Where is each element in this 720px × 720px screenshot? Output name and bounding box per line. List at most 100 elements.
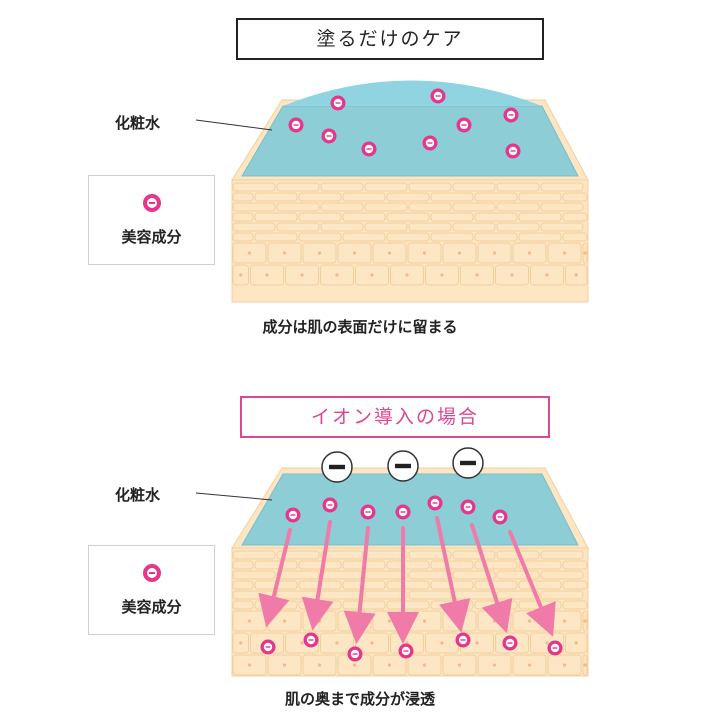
cell-nucleus [317, 663, 322, 667]
skin-cell [474, 192, 518, 202]
cell-nucleus [492, 663, 497, 667]
ion-icon [285, 507, 301, 523]
cell-nucleus [352, 663, 357, 667]
cell-nucleus [282, 251, 287, 255]
skin-cell [364, 222, 408, 232]
cell-nucleus [387, 619, 392, 623]
cell-nucleus [300, 641, 304, 645]
panel2-legend: 美容成分 [88, 545, 215, 635]
skin-cell [320, 202, 364, 212]
ion-icon [288, 117, 304, 133]
skin-cell [232, 570, 276, 580]
skin-cell [364, 182, 408, 192]
skin-cell [342, 212, 386, 222]
cell-nucleus [282, 619, 287, 623]
skin-cell [518, 560, 562, 570]
skin-cell [302, 242, 337, 264]
cell-nucleus [510, 273, 514, 277]
cell-nucleus [562, 663, 567, 667]
cell-nucleus [545, 273, 549, 277]
skin-cell [372, 242, 407, 264]
skin-cell [518, 212, 562, 222]
cell-nucleus [545, 641, 549, 645]
ion-icon [492, 509, 508, 525]
cell-nucleus [583, 251, 587, 255]
skin-cell [452, 182, 496, 192]
skin-cell [540, 590, 584, 600]
skin-cell [408, 182, 452, 192]
skin-cell [530, 264, 564, 286]
skin-cell [232, 222, 276, 232]
ion-icon [455, 632, 471, 648]
cell-nucleus [352, 619, 357, 623]
panel1-caption: 成分は肌の表面だけに留まる [262, 318, 458, 336]
skin-cell [442, 654, 477, 676]
ion-icon [422, 135, 438, 151]
skin-cell [364, 202, 408, 212]
ion-icon [505, 143, 521, 159]
skin-cell [582, 610, 588, 632]
skin-cell [562, 600, 588, 610]
skin-cell [547, 242, 582, 264]
skin-cell [477, 654, 512, 676]
skin-cell [298, 232, 342, 242]
big-ion-icon [321, 451, 353, 483]
ion-icon [361, 141, 377, 157]
cell-nucleus [247, 251, 252, 255]
cell-nucleus [239, 641, 243, 645]
cell-nucleus [239, 273, 243, 277]
skin-cell [232, 212, 254, 222]
skin-cell [452, 202, 496, 212]
skin-cell [540, 570, 584, 580]
cell-nucleus [370, 273, 374, 277]
skin-cell [386, 192, 430, 202]
cell-nucleus [352, 251, 357, 255]
skin-cell [562, 192, 588, 202]
cell-nucleus [300, 273, 304, 277]
skin-cell [582, 654, 588, 676]
skin-cell [540, 222, 584, 232]
skin-cell [425, 264, 459, 286]
skin-cell [267, 654, 302, 676]
skin-cell [512, 654, 547, 676]
skin-cell [386, 600, 430, 610]
panel2-caption: 肌の奥まで成分が浸透 [284, 690, 435, 708]
skin-cell [430, 560, 474, 570]
skin-cell [232, 632, 249, 654]
skin-cell [496, 570, 540, 580]
cell-nucleus [422, 619, 427, 623]
penetration-arrow [508, 530, 556, 637]
cell-nucleus [574, 641, 578, 645]
skin-cell [302, 654, 337, 676]
cell-nucleus [475, 641, 479, 645]
cell-nucleus [335, 273, 339, 277]
skin-cell [232, 550, 276, 560]
cell-nucleus [492, 251, 497, 255]
cell-nucleus [457, 251, 462, 255]
skin-cell [452, 222, 496, 232]
skin-cell [408, 590, 452, 600]
skin-cell [342, 232, 386, 242]
panel2-title: イオン導入の場合 [240, 396, 550, 438]
skin-cell [512, 242, 547, 264]
ion-icon [303, 632, 319, 648]
skin-cell [407, 654, 442, 676]
skin-cell [518, 580, 562, 590]
panel1-lotion-label: 化粧水 [115, 114, 161, 132]
ion-icon [503, 107, 519, 123]
skin-cell [254, 560, 298, 570]
skin-cell [232, 654, 267, 676]
skin-cell [430, 212, 474, 222]
ion-icon [330, 95, 346, 111]
skin-cell [460, 264, 494, 286]
cell-nucleus [317, 251, 322, 255]
skin-cell [232, 600, 254, 610]
skin-cell [232, 560, 254, 570]
skin-cell [298, 212, 342, 222]
panel1-skin-block [231, 80, 589, 303]
ion-icon [427, 495, 443, 511]
skin-cell [232, 192, 254, 202]
skin-cell [276, 202, 320, 212]
skin-cell [320, 222, 364, 232]
